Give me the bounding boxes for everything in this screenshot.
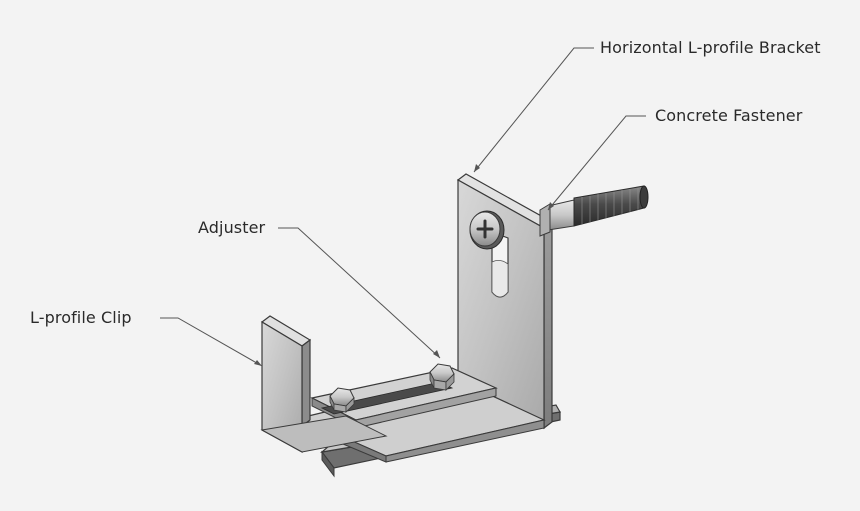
leader-arrowheads	[254, 164, 554, 366]
adjuster-bolt	[429, 363, 455, 391]
leader-clip	[160, 317, 263, 367]
leader-fastener	[547, 115, 646, 211]
leader-bracket	[473, 47, 594, 173]
label-bracket: Horizontal L-profile Bracket	[600, 38, 821, 57]
concrete-fastener	[539, 185, 649, 237]
leader-adjuster	[278, 227, 441, 359]
fastener-head	[469, 210, 505, 250]
label-adjuster: Adjuster	[198, 218, 266, 237]
label-fastener: Concrete Fastener	[655, 106, 803, 125]
label-clip: L-profile Clip	[30, 308, 132, 327]
leader-lines	[160, 47, 646, 367]
adjuster-bolt	[329, 387, 355, 413]
